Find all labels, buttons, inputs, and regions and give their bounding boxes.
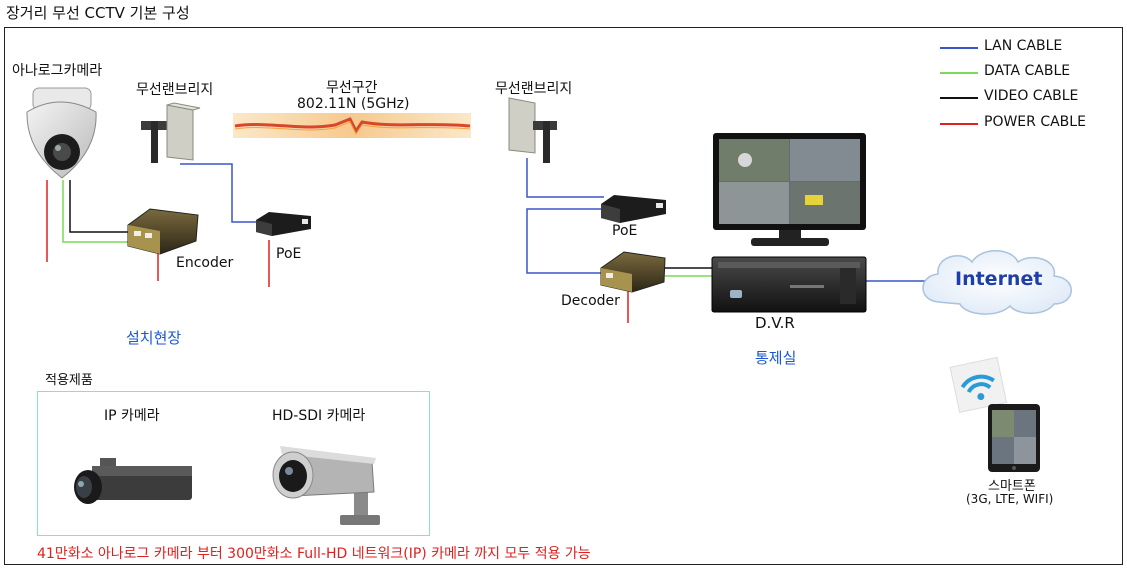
products-title: 적용제품 bbox=[45, 373, 93, 388]
diagram-frame bbox=[4, 27, 1123, 565]
compatibility-note: 41만화소 아나로그 카메라 부터 300만화소 Full-HD 네트워크(IP… bbox=[37, 546, 591, 562]
poe-left-label: PoE bbox=[276, 246, 302, 262]
analog-dome-camera bbox=[26, 87, 97, 179]
legend-swatch-video bbox=[940, 97, 978, 99]
site-label: 설치현장 bbox=[126, 329, 182, 347]
legend-label-video: VIDEO CABLE bbox=[984, 88, 1079, 104]
encoder-label: Encoder bbox=[176, 255, 234, 271]
dvr-recorder bbox=[711, 256, 867, 313]
products-box bbox=[37, 391, 430, 536]
poe-right-label: PoE bbox=[612, 223, 638, 239]
ip-box-camera bbox=[74, 458, 192, 504]
wireless-bridge-left bbox=[141, 102, 201, 163]
cables-right bbox=[526, 158, 928, 323]
control-room-label: 통제실 bbox=[755, 349, 797, 367]
poe-injector-right bbox=[601, 195, 666, 223]
dvr-label: D.V.R bbox=[755, 314, 795, 332]
poe-injector-left bbox=[256, 212, 311, 236]
wireless-signal-band bbox=[233, 113, 471, 138]
legend-label-power: POWER CABLE bbox=[984, 114, 1086, 130]
wireless-section-label: 무선구간 bbox=[326, 80, 378, 96]
legend-label-data: DATA CABLE bbox=[984, 63, 1071, 79]
legend-label-lan: LAN CABLE bbox=[984, 38, 1063, 54]
page-title: 장거리 무선 CCTV 기본 구성 bbox=[6, 4, 190, 22]
wireless-spec-label: 802.11N (5GHz) bbox=[297, 96, 410, 112]
encoder-device bbox=[127, 208, 199, 255]
smartphone-sub-label: (3G, LTE, WIFI) bbox=[966, 492, 1054, 506]
legend-swatch-power bbox=[940, 123, 978, 125]
wireless-bridge-right bbox=[508, 97, 557, 163]
legend-swatch-data bbox=[940, 72, 978, 74]
internet-label: Internet bbox=[955, 268, 1043, 290]
hdsdi-camera-label: HD-SDI 카메라 bbox=[272, 408, 366, 424]
legend-swatch-lan bbox=[940, 47, 978, 49]
analog-camera-label: 아나로그카메라 bbox=[12, 63, 103, 79]
smartphone-device bbox=[988, 404, 1040, 472]
internet-cloud bbox=[922, 250, 1072, 315]
decoder-label: Decoder bbox=[561, 293, 620, 309]
hdsdi-bullet-camera bbox=[272, 446, 380, 525]
legend: LAN CABLE DATA CABLE VIDEO CABLE POWER C… bbox=[940, 37, 1110, 137]
bridge-right-label: 무선랜브리지 bbox=[495, 81, 573, 97]
wifi-signal-icon bbox=[949, 356, 1008, 413]
bridge-left-label: 무선랜브리지 bbox=[136, 82, 214, 98]
monitor bbox=[713, 133, 866, 246]
ip-camera-label: IP 카메라 bbox=[104, 408, 160, 424]
decoder-device bbox=[600, 251, 666, 293]
cables-left bbox=[46, 163, 270, 287]
smartphone-label: 스마트폰 bbox=[988, 479, 1036, 494]
